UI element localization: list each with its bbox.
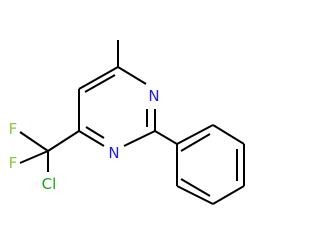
atom-label-f2: F	[9, 154, 18, 172]
bond-c4-cf2cl	[47, 130, 80, 152]
chemical-structure-diagram: N N F F Cl	[9, 40, 245, 205]
atom-label-cl: Cl	[42, 175, 57, 193]
bond-phenyl-4	[212, 185, 245, 205]
atom-label-n1: N	[148, 87, 159, 105]
bond-c4-n3-inner	[85, 126, 105, 139]
atom-label-n2: N	[108, 144, 119, 162]
bond-c6-c5-inner	[84, 74, 116, 93]
bond-phenyl-1	[176, 124, 214, 145]
bond-c2-phenyl	[154, 130, 178, 145]
bond-c6-c5	[78, 66, 119, 90]
bond-phenyl-5-inner	[180, 178, 211, 197]
bond-c-f2	[19, 150, 49, 164]
bond-phenyl-5	[176, 185, 214, 205]
atom-label-f1: F	[9, 120, 18, 138]
bond-phenyl-2	[212, 124, 245, 145]
bond-c-f1	[19, 131, 49, 152]
bond-n1-c6	[117, 66, 147, 85]
bond-phenyl-1-inner	[180, 133, 211, 152]
bond-n3-c2	[123, 130, 156, 147]
bond-c4-n3	[78, 130, 105, 147]
